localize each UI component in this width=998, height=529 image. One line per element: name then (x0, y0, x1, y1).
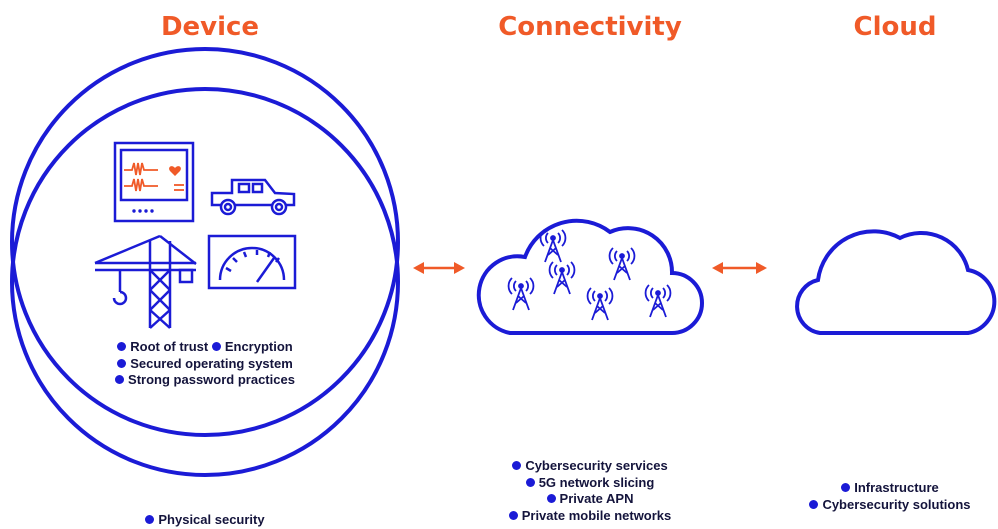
cell-tower-icon (586, 287, 614, 321)
list-item: Cybersecurity solutions (790, 497, 990, 514)
list-item: Physical security (90, 512, 320, 529)
cell-tower-icon (539, 229, 567, 263)
bullet-dot-icon (508, 510, 518, 520)
bullet-dot-icon (145, 515, 155, 524)
cell-tower-icon (608, 247, 636, 281)
device-ring (10, 47, 400, 477)
bullet-dot-icon (211, 342, 221, 351)
connectivity-list: Cybersecurity services 5G network slicin… (470, 458, 710, 524)
cell-towers (507, 229, 672, 321)
bullet-dot-icon (117, 358, 127, 368)
bullet-dot-icon (809, 499, 819, 509)
list-item: Infrastructure (790, 480, 990, 497)
pickup-truck-icon (210, 178, 296, 216)
list-item: 5G network slicing (470, 475, 710, 492)
connectivity-cloud-icon (476, 218, 704, 335)
device-title: Device (160, 12, 260, 42)
device-outer-list: Physical security (90, 512, 320, 529)
cell-tower-icon (548, 261, 576, 295)
list-item: Strong password practices (75, 372, 335, 389)
list-item: Root of trust Encryption (75, 339, 335, 356)
cloud-list: Infrastructure Cybersecurity solutions (790, 480, 990, 513)
gauge-meter-icon (207, 234, 297, 290)
device-inner-list: Root of trust Encryption Secured operati… (75, 339, 335, 389)
bullet-dot-icon (117, 342, 127, 351)
list-item: Cybersecurity services (470, 458, 710, 475)
tower-crane-icon (94, 234, 197, 329)
bidirectional-arrow-icon-2 (712, 262, 767, 274)
bidirectional-arrow-icon (413, 262, 465, 274)
connectivity-title: Connectivity (498, 12, 682, 42)
ring-inner-circle (10, 47, 400, 437)
list-item: Private APN (470, 491, 710, 508)
list-item: Secured operating system (75, 356, 335, 373)
cloud-icon (795, 229, 997, 335)
bullet-dot-icon (512, 461, 522, 470)
bullet-dot-icon (546, 494, 556, 503)
bullet-dot-icon (841, 483, 851, 492)
patient-monitor-icon (113, 141, 195, 223)
list-item: Private mobile networks (470, 508, 710, 525)
bullet-dot-icon (525, 477, 535, 487)
cell-tower-icon (644, 284, 672, 318)
bullet-dot-icon (115, 375, 125, 384)
cell-tower-icon (507, 277, 535, 311)
ring-outer-circle (10, 87, 400, 477)
cloud-title: Cloud (853, 12, 937, 42)
